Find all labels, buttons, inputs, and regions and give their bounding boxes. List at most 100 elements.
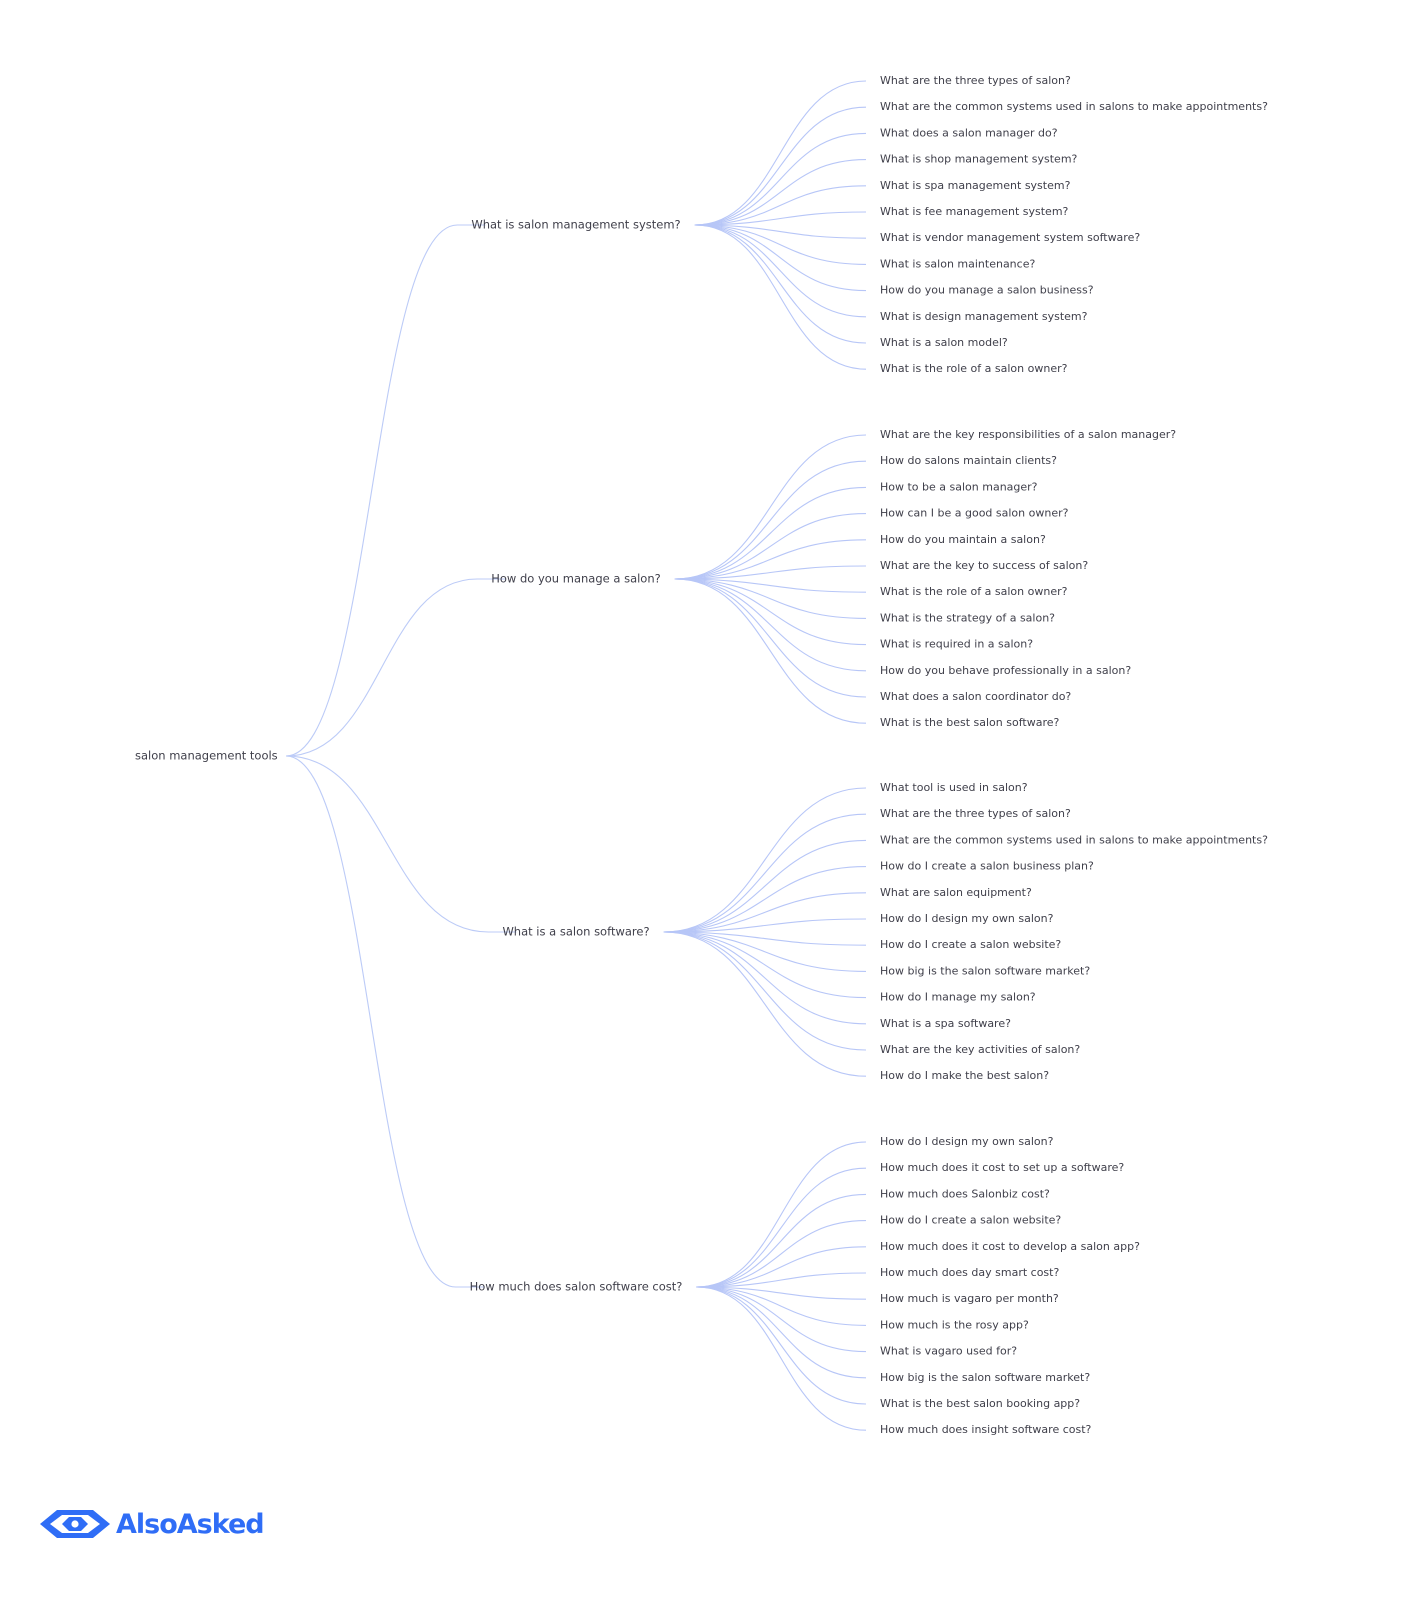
branch-to-question-link <box>663 931 867 999</box>
root-to-branch-link <box>285 755 517 933</box>
branch-question[interactable]: How much does salon software cost? <box>470 1280 683 1294</box>
root-to-branch-link <box>285 578 506 757</box>
branch-to-question-link <box>674 539 867 580</box>
related-question[interactable]: What is vendor management system softwar… <box>880 231 1140 244</box>
branch-to-question-link <box>694 80 867 226</box>
related-question[interactable]: What are the three types of salon? <box>880 807 1071 820</box>
related-question[interactable]: How do you maintain a salon? <box>880 533 1046 546</box>
tree-links <box>285 80 867 1431</box>
branch-to-question-link <box>663 839 867 933</box>
related-question[interactable]: How do I design my own salon? <box>880 912 1054 925</box>
branch-to-question-link <box>663 866 867 933</box>
branch-to-question-link <box>663 813 867 933</box>
branch-to-question-link <box>696 1286 867 1405</box>
related-question[interactable]: How can I be a good salon owner? <box>880 507 1069 520</box>
related-question[interactable]: How big is the salon software market? <box>880 964 1090 977</box>
related-question[interactable]: How much is the rosy app? <box>880 1318 1029 1331</box>
branch-to-question-link <box>663 931 867 972</box>
branch-to-question-link <box>663 892 867 933</box>
related-question[interactable]: What are the three types of salon? <box>880 74 1071 87</box>
branch-to-question-link <box>696 1246 867 1288</box>
related-question[interactable]: What does a salon manager do? <box>880 126 1058 139</box>
related-question[interactable]: How much does insight software cost? <box>880 1423 1092 1436</box>
root-question[interactable]: salon management tools <box>135 749 278 763</box>
branch-question[interactable]: How do you manage a salon? <box>491 572 661 586</box>
related-question[interactable]: What are the key activities of salon? <box>880 1043 1080 1056</box>
branch-to-question-link <box>696 1286 867 1353</box>
branch-to-question-link <box>674 578 867 593</box>
branch-to-question-link <box>696 1286 867 1326</box>
related-question[interactable]: How do you manage a salon business? <box>880 284 1094 297</box>
branch-to-question-link <box>694 185 867 226</box>
branch-to-question-link <box>674 578 867 619</box>
related-question[interactable]: What are salon equipment? <box>880 886 1032 899</box>
branch-to-question-link <box>674 460 867 580</box>
related-question[interactable]: What is salon maintenance? <box>880 257 1035 270</box>
related-question[interactable]: How much does it cost to set up a softwa… <box>880 1161 1124 1174</box>
related-question[interactable]: What are the key responsibilities of a s… <box>880 428 1176 441</box>
branch-to-question-link <box>694 159 867 226</box>
related-question[interactable]: How much does it cost to develop a salon… <box>880 1240 1140 1253</box>
branch-to-question-link <box>694 224 867 318</box>
branch-to-question-link <box>663 918 867 933</box>
related-question[interactable]: How do I create a salon business plan? <box>880 860 1094 873</box>
branch-to-question-link <box>696 1167 867 1288</box>
branch-to-question-link <box>696 1286 867 1431</box>
related-question[interactable]: How do salons maintain clients? <box>880 454 1057 467</box>
branch-to-question-link <box>663 787 867 933</box>
branch-to-question-link <box>694 132 867 226</box>
related-question[interactable]: What is the role of a salon owner? <box>880 585 1068 598</box>
branch-to-question-link <box>663 931 867 946</box>
related-question[interactable]: What is fee management system? <box>880 205 1069 218</box>
related-question[interactable]: How do I manage my salon? <box>880 991 1036 1004</box>
related-question[interactable]: What is the role of a salon owner? <box>880 362 1068 375</box>
related-question[interactable]: What is shop management system? <box>880 153 1078 166</box>
related-question[interactable]: How big is the salon software market? <box>880 1371 1090 1384</box>
related-question[interactable]: How do I design my own salon? <box>880 1135 1054 1148</box>
branch-question[interactable]: What is salon management system? <box>471 218 680 232</box>
related-question[interactable]: How much does day smart cost? <box>880 1266 1059 1279</box>
branch-to-question-link <box>674 578 867 646</box>
related-question[interactable]: What are the key to success of salon? <box>880 559 1088 572</box>
related-question[interactable]: What is the best salon software? <box>880 716 1059 729</box>
branch-to-question-link <box>674 513 867 580</box>
branch-to-question-link <box>696 1286 867 1300</box>
brand-name: AlsoAsked <box>116 1508 265 1540</box>
related-question[interactable]: How much does Salonbiz cost? <box>880 1187 1050 1200</box>
branch-to-question-link <box>696 1286 867 1379</box>
branch-to-question-link <box>694 224 867 292</box>
related-question[interactable]: How much is vagaro per month? <box>880 1292 1059 1305</box>
branch-question[interactable]: What is a salon software? <box>502 925 649 939</box>
related-question[interactable]: What is required in a salon? <box>880 638 1033 651</box>
related-question[interactable]: How do I create a salon website? <box>880 938 1061 951</box>
related-question[interactable]: What is the strategy of a salon? <box>880 611 1055 624</box>
brand-logo: AlsoAsked <box>40 1504 265 1544</box>
branch-to-question-link <box>696 1272 867 1288</box>
related-question[interactable]: What is vagaro used for? <box>880 1345 1017 1358</box>
branch-to-question-link <box>674 578 867 724</box>
root-to-branch-link <box>285 755 484 1288</box>
related-question[interactable]: How do you behave professionally in a sa… <box>880 664 1131 677</box>
branch-to-question-link <box>694 224 867 265</box>
related-question[interactable]: What is spa management system? <box>880 179 1071 192</box>
related-question[interactable]: What is a salon model? <box>880 336 1008 349</box>
branch-to-question-link <box>663 931 867 1051</box>
branch-to-question-link <box>663 931 867 1077</box>
related-question[interactable]: What is a spa software? <box>880 1017 1011 1030</box>
branch-to-question-link <box>694 224 867 239</box>
related-question[interactable]: What does a salon coordinator do? <box>880 690 1071 703</box>
related-question[interactable]: How do I create a salon website? <box>880 1214 1061 1227</box>
related-question[interactable]: What is design management system? <box>880 310 1088 323</box>
branch-to-question-link <box>696 1193 867 1288</box>
branch-to-question-link <box>674 578 867 698</box>
related-question[interactable]: What are the common systems used in salo… <box>880 100 1268 113</box>
related-question[interactable]: What are the common systems used in salo… <box>880 833 1268 846</box>
branch-to-question-link <box>694 224 867 344</box>
related-question[interactable]: How to be a salon manager? <box>880 480 1038 493</box>
related-question[interactable]: What is the best salon booking app? <box>880 1397 1080 1410</box>
branch-to-question-link <box>696 1141 867 1288</box>
related-question[interactable]: How do I make the best salon? <box>880 1069 1049 1082</box>
tree-nodes: salon management tools What is salon mana… <box>135 74 1268 1436</box>
related-question[interactable]: What tool is used in salon? <box>880 781 1028 794</box>
branch-to-question-link <box>674 434 867 580</box>
